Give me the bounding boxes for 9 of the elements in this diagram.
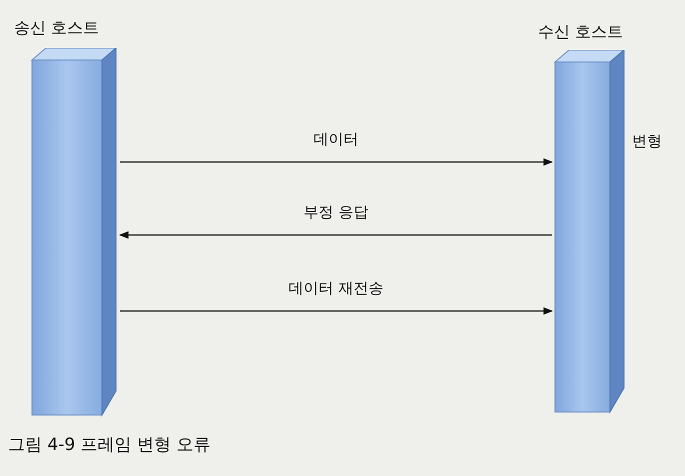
arrow: [119, 231, 552, 239]
edge-label: 부정 응답: [302, 203, 370, 222]
arrow: [120, 158, 553, 166]
arrow: [120, 307, 553, 315]
host-label: 수신 호스트: [538, 22, 624, 43]
annotation: 변형: [632, 132, 662, 151]
edge-label: 데이터 재전송: [286, 279, 386, 298]
figure-caption: 그림 4-9 프레임 변형 오류: [8, 434, 210, 456]
host-label: 송신 호스트: [14, 18, 100, 39]
